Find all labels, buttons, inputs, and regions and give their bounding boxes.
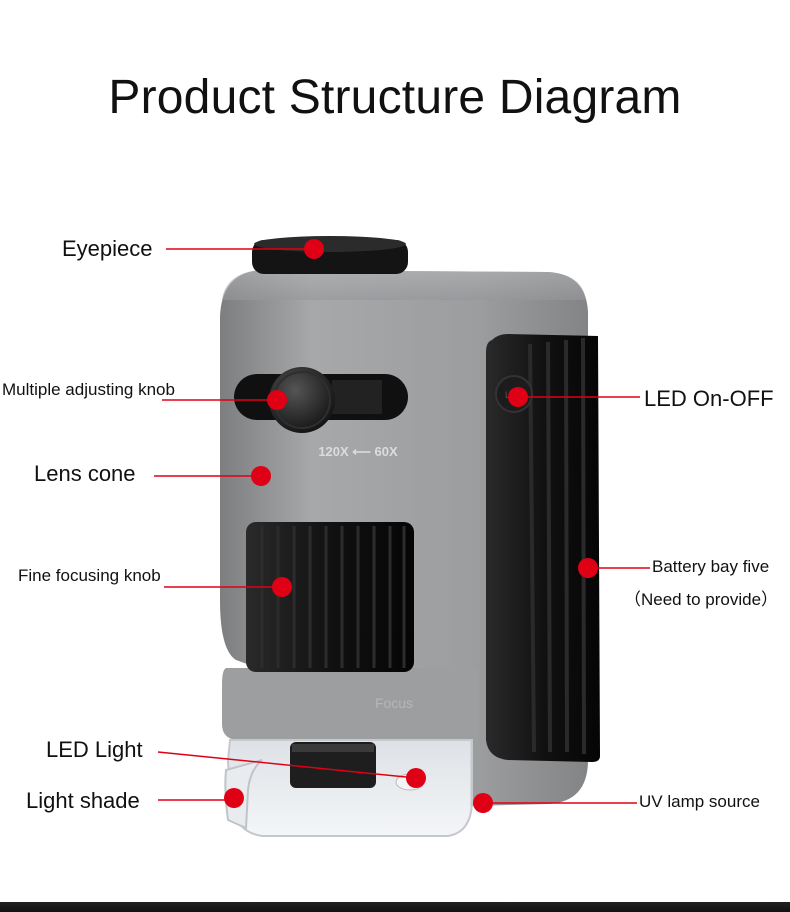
focus-text: Focus [375,695,413,711]
marker-light-shade [224,788,244,808]
marker-led-switch [508,387,528,407]
label-adjusting-knob: Multiple adjusting knob [2,380,175,399]
label-uv-lamp: UV lamp source [639,792,760,811]
leader-lines [154,248,650,804]
focus-barrel [246,522,414,672]
label-light-shade: Light shade [26,788,140,813]
page-title: Product Structure Diagram [108,71,682,124]
label-battery-bay: Battery bay five [652,557,770,576]
marker-eyepiece [304,239,324,259]
marker-led-light [406,768,426,788]
marker-battery-bay [578,558,598,578]
label-eyepiece: Eyepiece [62,236,153,261]
marker-lens-cone [251,466,271,486]
eyepiece-cap [252,236,408,274]
label-battery-note: （Need to provide） [624,590,779,609]
marker-adjusting-knob [267,390,287,410]
marker-fine-focus [272,577,292,597]
battery-grip [486,334,600,762]
zoom-scale-text: 120X ⟵ 60X [318,444,398,459]
label-lens-cone: Lens cone [34,461,136,486]
light-shade-base [224,739,473,837]
label-led-switch: LED On-OFF [644,386,774,411]
bottom-divider [0,902,790,912]
marker-dots [224,239,598,813]
label-led-light: LED Light [46,737,143,762]
label-fine-focus: Fine focusing knob [18,566,161,585]
marker-uv-lamp [473,793,493,813]
